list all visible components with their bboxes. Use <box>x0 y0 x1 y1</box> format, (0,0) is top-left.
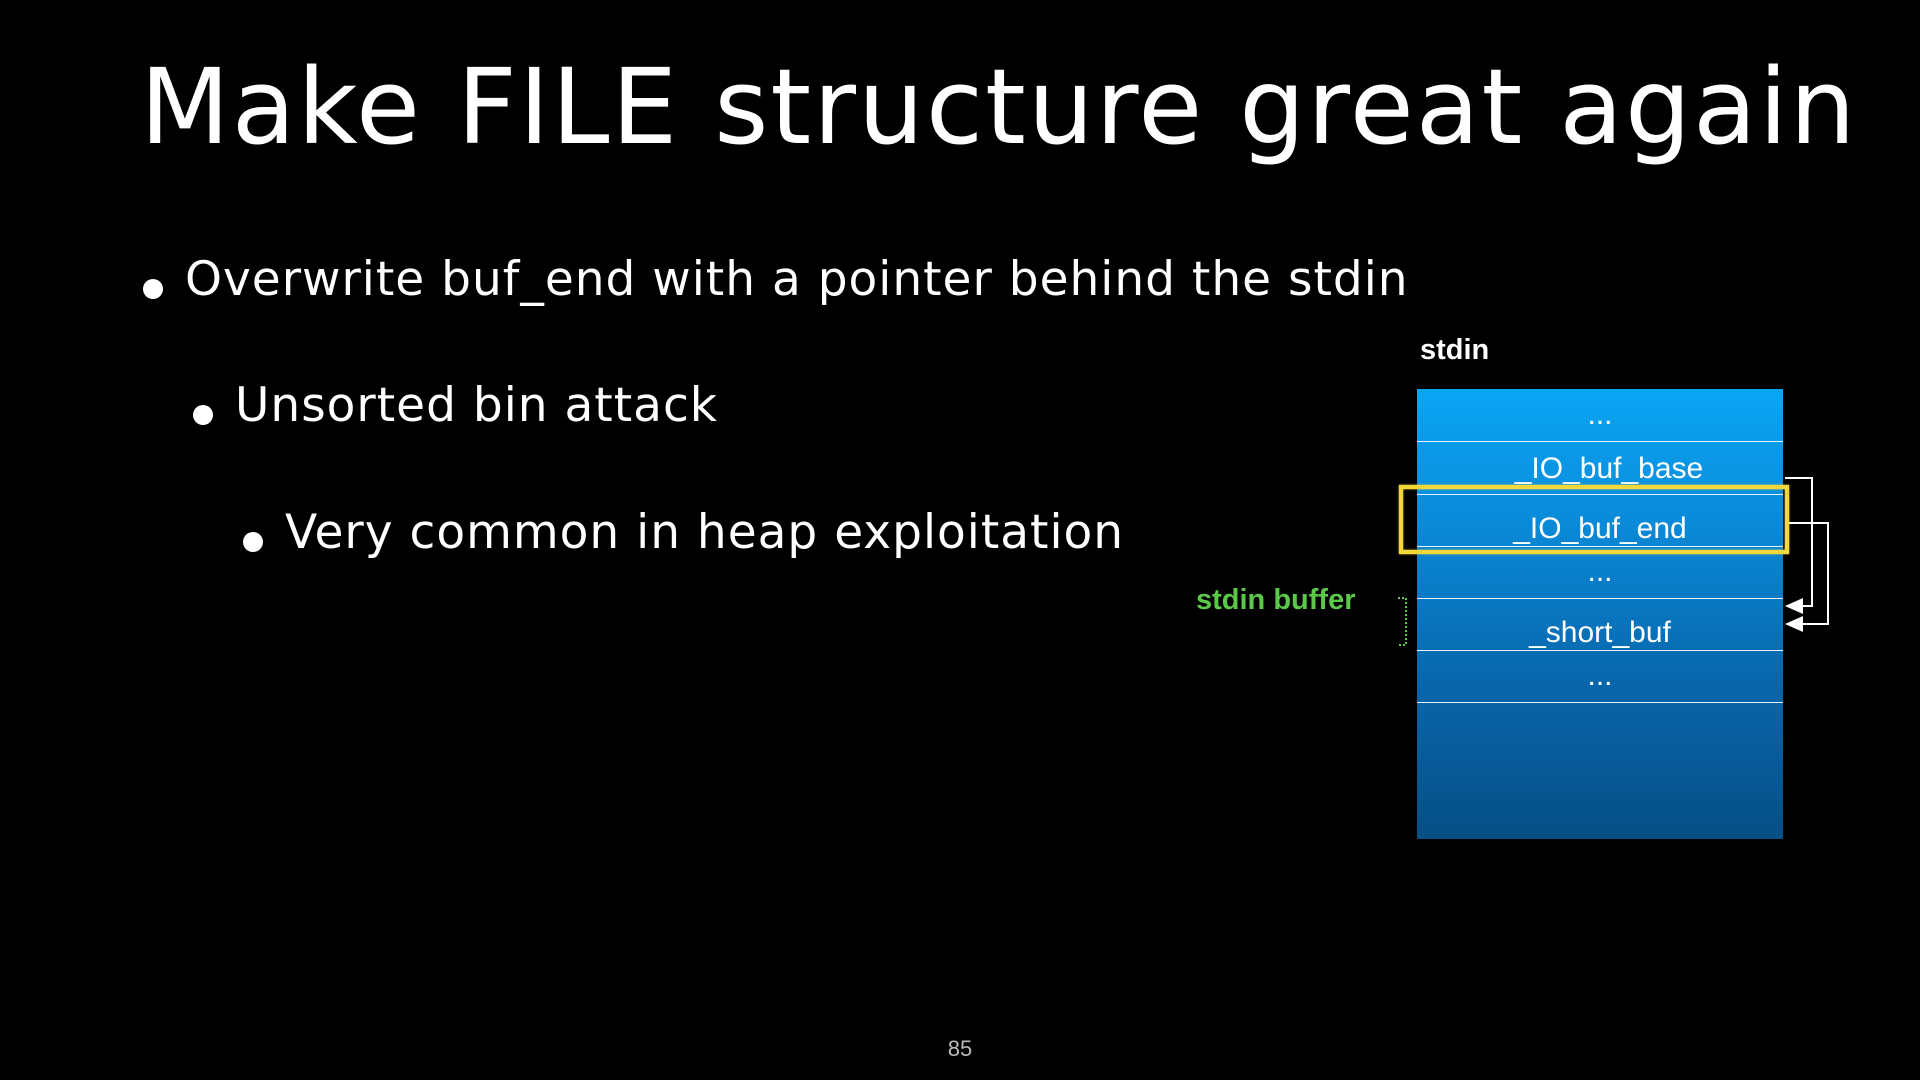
struct-field: ... <box>1587 555 1613 588</box>
bullet-text: Unsorted bin attack <box>235 378 719 433</box>
buf-end-pointer-arrow <box>1785 522 1829 632</box>
struct-field-io-buf-end: _IO_buf_end <box>1513 512 1687 545</box>
struct-field: ... <box>1587 398 1613 431</box>
bullet-dot-icon <box>193 405 213 425</box>
bullet-dot-icon <box>143 279 163 299</box>
bullet-level-1: Overwrite buf_end with a pointer behind … <box>143 252 1409 308</box>
page-number: 85 <box>947 1036 973 1061</box>
row-divider <box>1417 546 1783 547</box>
buf-base-pointer-arrow <box>1785 477 1813 614</box>
highlight-box <box>1399 485 1789 554</box>
buffer-label: stdin buffer <box>1196 584 1356 616</box>
row-divider <box>1417 598 1783 599</box>
slide-title: Make FILE structure great again <box>140 46 1858 168</box>
row-divider <box>1417 494 1783 495</box>
row-divider <box>1417 441 1783 442</box>
struct-field: ... <box>1587 659 1613 692</box>
bullet-text: Very common in heap exploitation <box>285 505 1125 560</box>
struct-label: stdin <box>1420 334 1490 366</box>
stdin-buffer-bracket <box>1398 597 1407 646</box>
row-divider <box>1417 650 1783 651</box>
struct-field-io-buf-base: _IO_buf_base <box>1514 452 1704 485</box>
bullet-text: Overwrite buf_end with a pointer behind … <box>185 252 1409 307</box>
bullet-level-2: Unsorted bin attack <box>193 378 718 434</box>
row-divider <box>1417 702 1783 703</box>
bullet-level-3: Very common in heap exploitation <box>243 505 1124 561</box>
bullet-dot-icon <box>243 532 263 552</box>
struct-field-short-buf: _short_buf <box>1529 616 1671 649</box>
file-struct-diagram: ... _IO_buf_base _IO_buf_end ... _short_… <box>1417 389 1783 839</box>
